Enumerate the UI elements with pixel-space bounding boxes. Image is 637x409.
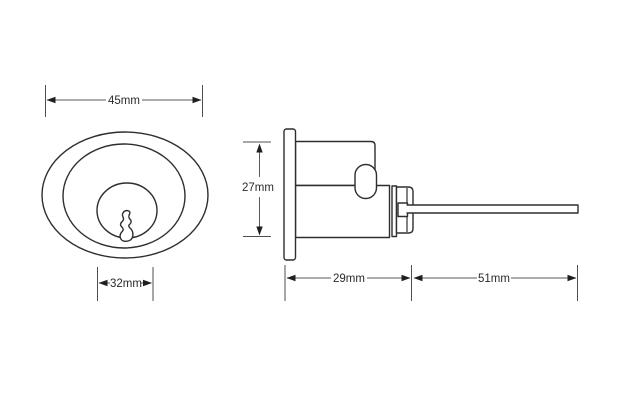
dimension-tail-length: 51mm bbox=[413, 265, 578, 301]
arrowhead-right bbox=[192, 96, 202, 104]
arrowhead-right bbox=[401, 274, 411, 282]
arrowhead-right bbox=[143, 279, 152, 287]
arrowhead-left bbox=[286, 274, 296, 282]
tailpiece-hub bbox=[397, 202, 409, 218]
dimension-label: 45mm bbox=[108, 95, 140, 107]
front-view bbox=[41, 131, 209, 259]
side-view bbox=[283, 128, 579, 261]
arrowhead-up bbox=[256, 143, 263, 153]
dimension-body-height: 27mm bbox=[242, 141, 274, 237]
arrowhead-right bbox=[567, 274, 577, 282]
dimension-label: 29mm bbox=[333, 273, 365, 285]
dimension-label: 51mm bbox=[478, 273, 510, 285]
arrowhead-left bbox=[413, 274, 423, 282]
dimension-body-length: 29mm bbox=[284, 265, 412, 301]
dimension-label: 32mm bbox=[110, 278, 142, 290]
arrowhead-left bbox=[98, 279, 108, 287]
dimension-plug-width: 32mm bbox=[97, 267, 154, 301]
tailpiece-bar bbox=[406, 204, 579, 214]
fixing-lug-capsule bbox=[354, 163, 378, 200]
arrowhead-down bbox=[256, 226, 263, 236]
dimension-front-width: 45mm bbox=[45, 85, 203, 117]
dimension-label: 27mm bbox=[242, 182, 274, 194]
mounting-flange bbox=[283, 128, 297, 261]
keyhole bbox=[119, 209, 134, 242]
arrowhead-left bbox=[46, 96, 56, 104]
